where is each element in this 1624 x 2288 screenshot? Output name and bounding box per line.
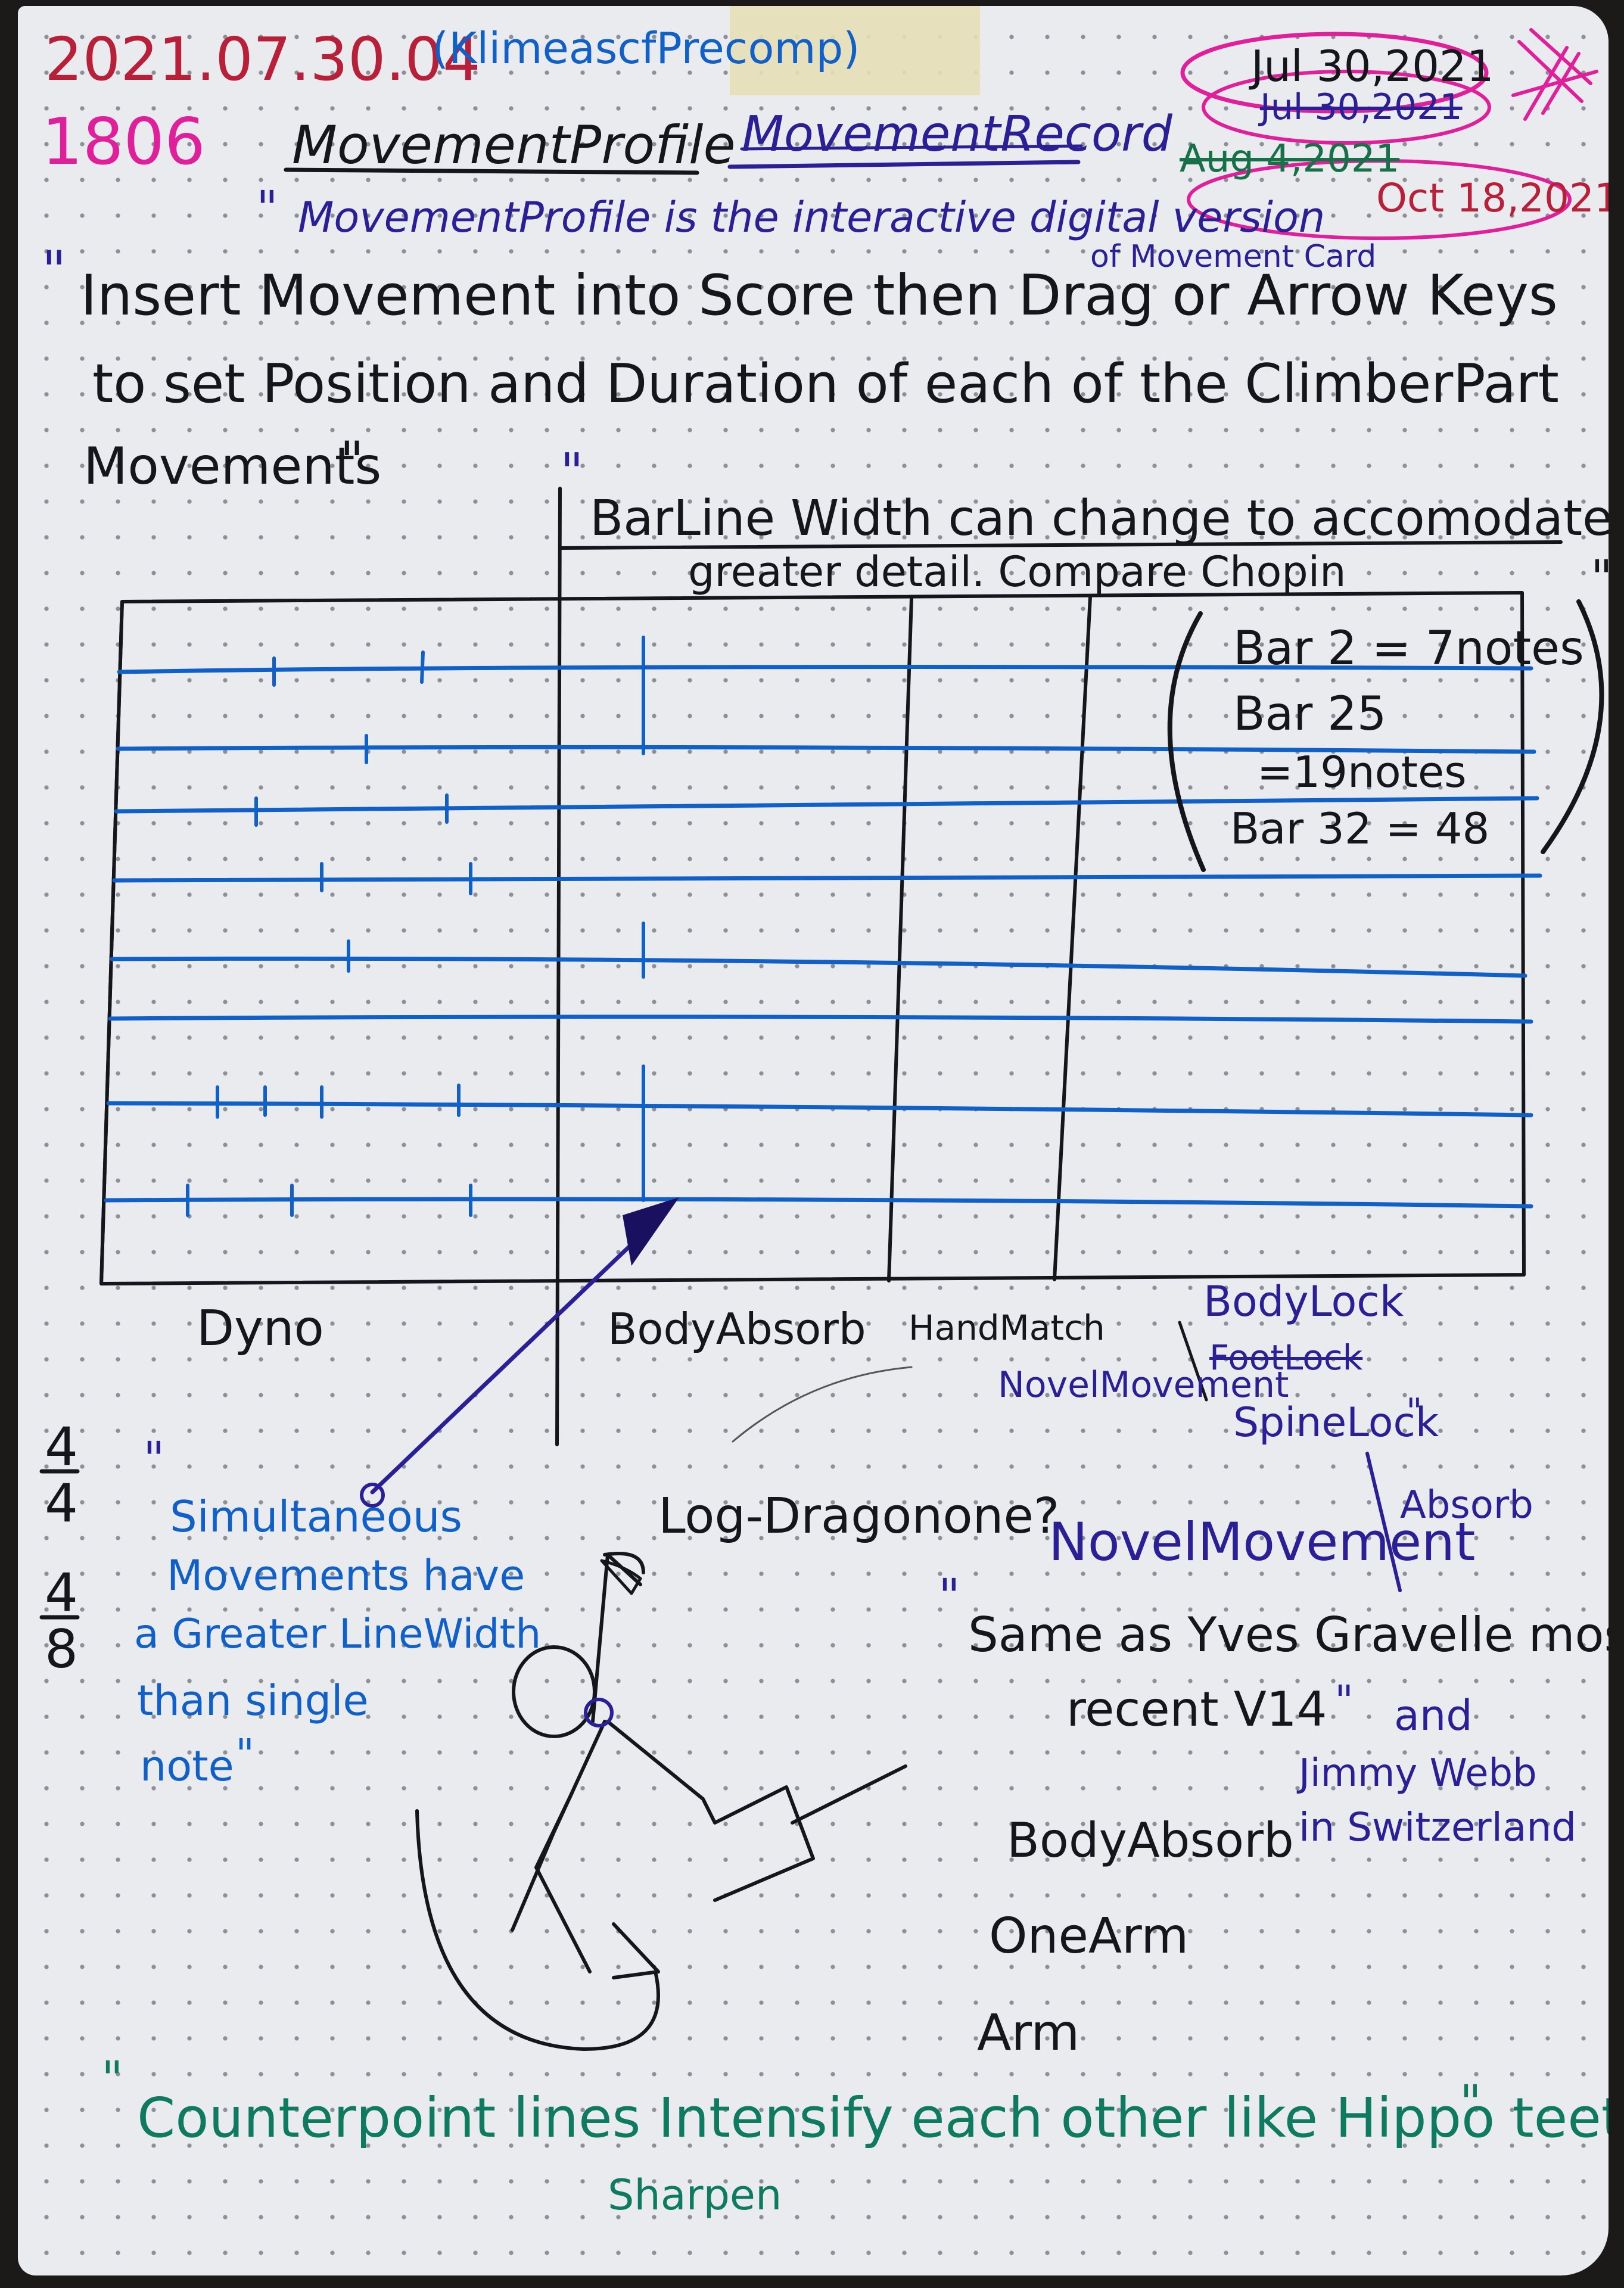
same-as-line-4: in Switzerland (1299, 1804, 1577, 1850)
simul-note-3: a Greater LineWidth (134, 1611, 542, 1658)
score-grid (99, 591, 1542, 1285)
column-label-hand-match: HandMatch (909, 1308, 1105, 1348)
simul-note-5: note (140, 1742, 234, 1791)
left-paren (1167, 611, 1206, 872)
masking-tape (730, 6, 980, 95)
date-1: Jul 30,2021 (1251, 41, 1494, 91)
title-right-underline (727, 160, 1081, 169)
chopin-bar-32: Bar 32 = 48 (1230, 804, 1490, 854)
page-number: 1806 (42, 105, 206, 179)
notebook-page: 2021.07.30.04 (KlimeascfPrecomp) 1806 Mo… (18, 6, 1609, 2275)
time-sig-1-top: 4 (45, 1416, 78, 1477)
column-label-body-absorb: BodyAbsorb (608, 1304, 866, 1354)
instruction-line-1: Insert Movement into Score then Drag or … (80, 263, 1558, 328)
definition-line: MovementProfile is the interactive digit… (298, 193, 1326, 242)
staff-lines (104, 665, 1542, 1209)
chopin-bar-2: Bar 2 = 7notes (1233, 622, 1584, 675)
sketch-layer (39, 28, 1604, 2051)
pink-scribble (1511, 28, 1598, 121)
same-as-line-2: recent V14 (1066, 1682, 1327, 1737)
date-2: Jul 30,2021 (1260, 86, 1463, 128)
time-sig-1-bottom: 4 (45, 1473, 78, 1534)
simul-note-4: than single (137, 1676, 369, 1725)
counterpoint-note: Counterpoint lines Intensify each other … (137, 2086, 1609, 2150)
log-dragon-note: Log-Dragonone? (658, 1488, 1060, 1545)
date-3: Aug 4,2021 (1180, 137, 1400, 181)
chopin-19-notes: =19notes (1257, 747, 1467, 797)
arrow-shaft (370, 1231, 646, 1495)
instruction-line-3: Movements (83, 437, 382, 496)
arrow-head (623, 1197, 679, 1266)
date-4: Oct 18,2021 (1376, 175, 1609, 221)
simul-note-2: Movements have (167, 1551, 525, 1600)
same-as-and: and (1394, 1691, 1473, 1740)
column-label-foot-lock: FootLock (1209, 1337, 1363, 1378)
barline-divider (555, 487, 562, 1446)
date-stamp: 2021.07.30.04 (45, 24, 481, 94)
date-circle (1180, 32, 1489, 114)
same-as-line-1: Same as Yves Gravelle most (968, 1607, 1609, 1663)
stick-figure (415, 1552, 907, 2051)
move-arm: Arm (977, 2003, 1080, 2062)
title-movement-profile: MovementProfile (292, 114, 736, 176)
novel-movement-note: NovelMovement (1049, 1511, 1476, 1573)
same-as-line-3: Jimmy Webb (1299, 1751, 1537, 1795)
column-label-body-lock: BodyLock (1203, 1277, 1404, 1326)
column-label-spine-lock: SpineLock (1233, 1399, 1439, 1446)
time-sig-2-top: 4 (45, 1562, 78, 1623)
absorb-note: Absorb (1400, 1483, 1533, 1527)
move-body-absorb: BodyAbsorb (1007, 1813, 1294, 1868)
column-label-dyno: Dyno (197, 1300, 324, 1357)
reference-note: (KlimeascfPrecomp) (432, 23, 860, 73)
column-label-novel: NovelMovement (998, 1364, 1289, 1406)
sharpen-note: Sharpen (608, 2171, 782, 2219)
arrow-origin (360, 1483, 385, 1508)
barline-note-1: BarLine Width can change to accomodate (590, 490, 1609, 547)
time-sig-2-bottom: 8 (45, 1618, 78, 1680)
instruction-line-2: to set Position and Duration of each of … (92, 353, 1559, 415)
right-paren (1541, 599, 1604, 854)
note-ticks (186, 636, 645, 1217)
definition-line-2: of Movement Card (1090, 239, 1377, 275)
title-left-underline (284, 167, 699, 175)
move-one-arm: OneArm (989, 1908, 1189, 1965)
chopin-bar-25: Bar 25 (1233, 687, 1387, 741)
title-movement-record: MovementRecord (742, 106, 1172, 163)
barline-note-2: greater detail. Compare Chopin (688, 547, 1346, 596)
simul-note-1: Simultaneous (170, 1492, 462, 1542)
